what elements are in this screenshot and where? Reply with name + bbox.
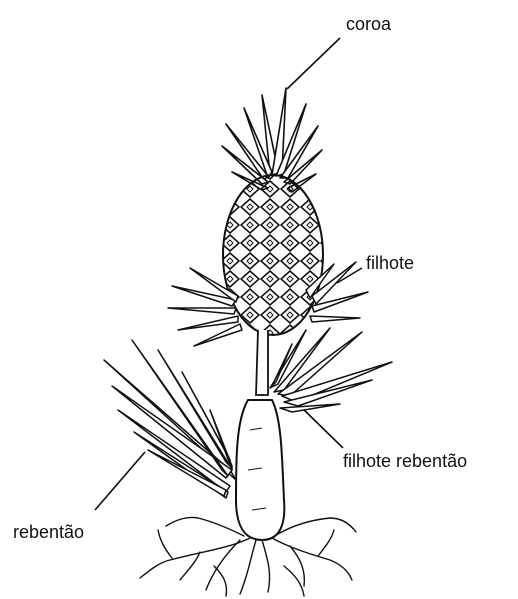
fruit-stem <box>256 330 268 395</box>
leader-line-sucker <box>95 452 145 510</box>
sucker-leaves <box>104 340 236 498</box>
leader-line-crown <box>287 38 340 89</box>
main-stem <box>236 400 284 540</box>
leader-line-hapas <box>300 406 343 448</box>
label-sucker: rebentão <box>13 523 84 541</box>
label-crown: coroa <box>346 15 391 33</box>
label-slip: filhote <box>366 254 414 272</box>
label-hapas: filhote rebentão <box>343 452 467 470</box>
hapas-leaves <box>270 328 392 412</box>
fruit <box>223 175 323 335</box>
